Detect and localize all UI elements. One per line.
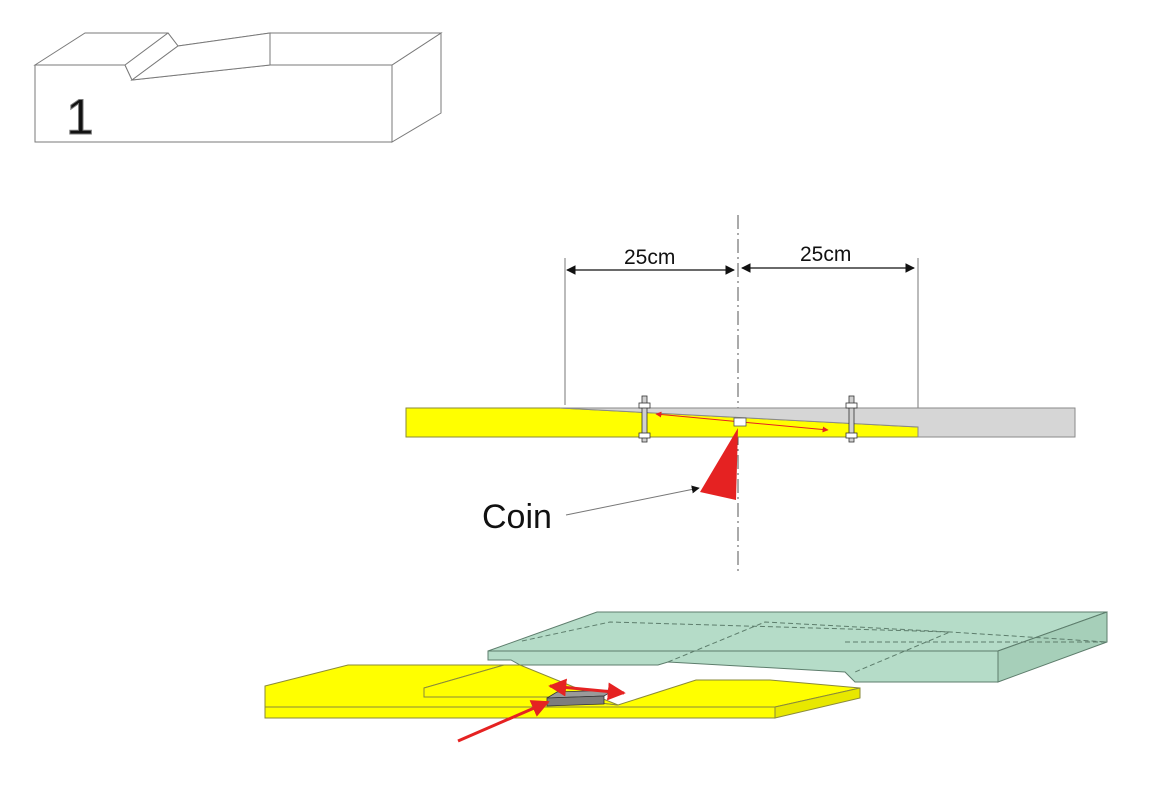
dimension-label-right: 25cm xyxy=(800,243,851,266)
coin-bar-front xyxy=(546,695,605,707)
slide-arrow xyxy=(548,678,626,701)
step-1-block: 1 xyxy=(33,32,443,146)
block-groove-slope xyxy=(130,32,271,81)
coin-label: Coin xyxy=(482,498,552,536)
yellow-board-side xyxy=(774,687,861,719)
green-board-hidden-edge xyxy=(521,621,951,673)
green-board-hidden-edge xyxy=(667,621,1108,663)
coin-slot xyxy=(733,417,747,427)
perspective-view xyxy=(264,611,1108,743)
section-view: 25cm 25cm Coin xyxy=(405,215,1076,575)
bolt-icon xyxy=(638,395,651,443)
step-number: 1 xyxy=(66,89,94,145)
coin-wedge-icon xyxy=(700,428,738,500)
grey-board-section xyxy=(559,407,1076,438)
green-board xyxy=(487,611,1108,683)
push-arrow xyxy=(457,700,550,743)
bolt-icon xyxy=(845,395,858,443)
green-board-front xyxy=(487,650,999,683)
coin-leader-line xyxy=(565,485,700,516)
green-board-side xyxy=(997,611,1108,683)
dimension-label-left: 25cm xyxy=(624,246,675,269)
